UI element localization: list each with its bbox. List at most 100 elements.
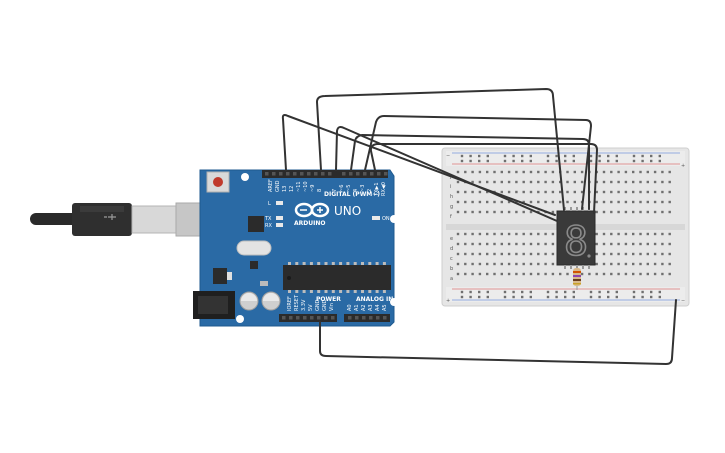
breadboard-hole[interactable] (544, 200, 547, 204)
rail-hole[interactable] (658, 295, 661, 299)
rail-hole[interactable] (589, 154, 593, 158)
breadboard-hole[interactable] (456, 252, 460, 256)
rail-hole[interactable] (546, 290, 550, 294)
breadboard-hole[interactable] (515, 262, 518, 266)
usb-cable[interactable] (30, 202, 213, 237)
bottom-header-pins[interactable] (282, 316, 387, 320)
breadboard-hole[interactable] (632, 210, 635, 214)
wire[interactable] (319, 299, 677, 365)
breadboard-hole[interactable] (456, 242, 460, 246)
header-pin[interactable] (370, 172, 374, 176)
breadboard-hole[interactable] (544, 190, 547, 194)
breadboard-hole[interactable] (668, 190, 671, 194)
wire[interactable] (364, 115, 592, 210)
header-pin[interactable] (286, 172, 290, 176)
breadboard-hole[interactable] (478, 200, 482, 204)
rail-hole[interactable] (607, 159, 610, 163)
breadboard-hole[interactable] (661, 252, 664, 256)
rail-hole[interactable] (503, 290, 507, 294)
breadboard-hole[interactable] (595, 262, 598, 266)
rail-hole[interactable] (460, 295, 464, 299)
breadboard-hole[interactable] (661, 180, 664, 184)
rail-hole[interactable] (546, 295, 550, 299)
breadboard-hole[interactable] (639, 262, 642, 266)
breadboard-hole[interactable] (646, 232, 649, 236)
header-pin[interactable] (348, 316, 352, 320)
breadboard-hole[interactable] (653, 180, 657, 184)
rail-hole[interactable] (460, 290, 464, 294)
breadboard-hole[interactable] (573, 180, 576, 184)
breadboard-hole[interactable] (522, 180, 525, 184)
breadboard-hole[interactable] (639, 272, 642, 276)
rail-hole[interactable] (641, 159, 644, 163)
breadboard-hole[interactable] (668, 232, 671, 236)
breadboard-hole[interactable] (566, 180, 569, 184)
breadboard-hole[interactable] (507, 210, 511, 214)
breadboard-hole[interactable] (610, 200, 613, 204)
breadboard-hole[interactable] (624, 210, 628, 214)
breadboard-hole[interactable] (551, 170, 555, 174)
breadboard-hole[interactable] (515, 210, 518, 214)
breadboard-hole[interactable] (595, 210, 598, 214)
breadboard-hole[interactable] (573, 200, 576, 204)
breadboard-hole[interactable] (529, 180, 533, 184)
breadboard-hole[interactable] (529, 190, 533, 194)
rail-hole[interactable] (615, 159, 618, 163)
breadboard-hole[interactable] (653, 210, 657, 214)
breadboard-hole[interactable] (632, 200, 635, 204)
rail-hole[interactable] (521, 159, 524, 163)
breadboard-hole[interactable] (537, 242, 540, 246)
breadboard-hole[interactable] (515, 272, 518, 276)
breadboard-hole[interactable] (602, 210, 606, 214)
breadboard-hole[interactable] (486, 180, 489, 184)
header-pin[interactable] (376, 316, 380, 320)
breadboard-hole[interactable] (493, 232, 496, 236)
breadboard-hole[interactable] (617, 170, 620, 174)
rail-hole[interactable] (572, 290, 575, 294)
rail-hole[interactable] (529, 159, 532, 163)
breadboard-hole[interactable] (478, 252, 482, 256)
breadboard-hole[interactable] (486, 262, 489, 266)
breadboard-hole[interactable] (617, 242, 620, 246)
breadboard-hole[interactable] (551, 210, 555, 214)
rail-hole[interactable] (478, 295, 481, 299)
rail-hole[interactable] (512, 159, 515, 163)
breadboard-hole[interactable] (617, 200, 620, 204)
breadboard-hole[interactable] (486, 210, 489, 214)
breadboard-hole[interactable] (522, 170, 525, 174)
breadboard-hole[interactable] (639, 252, 642, 256)
breadboard-hole[interactable] (515, 252, 518, 256)
breadboard-hole[interactable] (529, 232, 533, 236)
breadboard-hole[interactable] (617, 272, 620, 276)
breadboard-hole[interactable] (617, 190, 620, 194)
breadboard-hole[interactable] (551, 232, 555, 236)
breadboard-hole[interactable] (522, 232, 525, 236)
rail-hole[interactable] (555, 159, 558, 163)
breadboard-hole[interactable] (668, 262, 671, 266)
breadboard-hole[interactable] (551, 190, 555, 194)
breadboard-hole[interactable] (602, 170, 606, 174)
breadboard-hole[interactable] (573, 190, 576, 194)
breadboard-hole[interactable] (471, 210, 474, 214)
breadboard-hole[interactable] (668, 170, 671, 174)
rail-hole[interactable] (555, 154, 558, 158)
rail-hole[interactable] (615, 154, 618, 158)
breadboard-hole[interactable] (493, 200, 496, 204)
breadboard-hole[interactable] (646, 272, 649, 276)
breadboard-hole[interactable] (456, 170, 460, 174)
wire[interactable] (281, 114, 556, 216)
breadboard-hole[interactable] (566, 272, 569, 276)
breadboard-hole[interactable] (515, 190, 518, 194)
digital-header[interactable] (262, 170, 388, 178)
rail-hole[interactable] (512, 295, 515, 299)
rail-hole[interactable] (503, 159, 507, 163)
rail-hole[interactable] (460, 154, 464, 158)
breadboard-hole[interactable] (646, 190, 649, 194)
analog-header[interactable] (344, 314, 390, 322)
breadboard-hole[interactable] (580, 190, 584, 194)
rail-hole[interactable] (641, 290, 644, 294)
rail-hole[interactable] (589, 159, 593, 163)
header-pin[interactable] (349, 172, 353, 176)
rail-hole[interactable] (650, 290, 653, 294)
breadboard-hole[interactable] (478, 170, 482, 174)
